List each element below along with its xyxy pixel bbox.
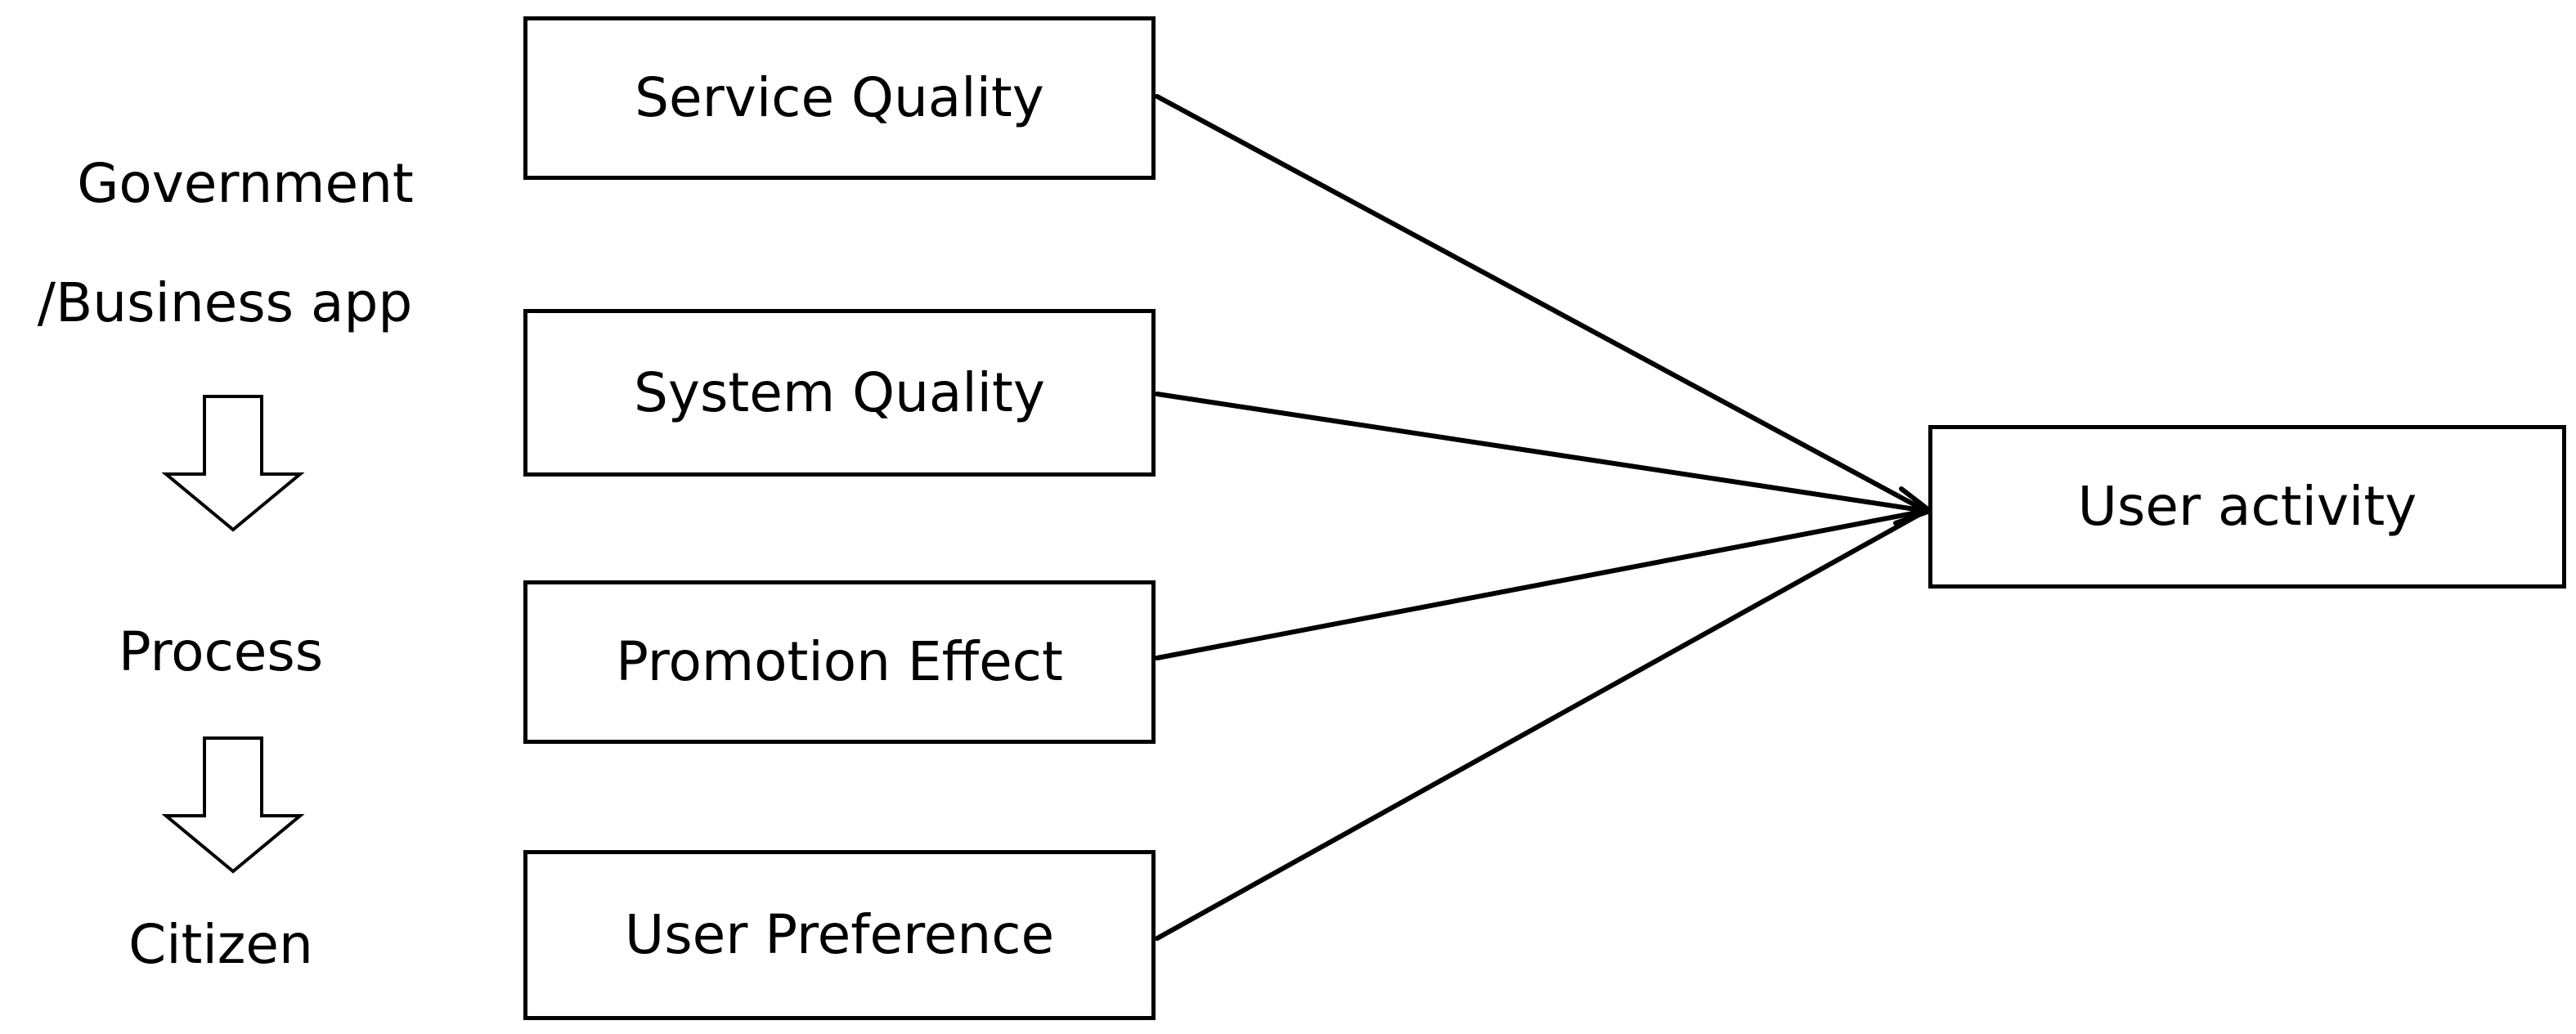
outcome-label: User activity (2077, 475, 2417, 538)
factor-box-service-quality: Service Quality (523, 16, 1156, 180)
down-arrow-icon-2 (161, 736, 305, 874)
flow-label-process: Process (49, 625, 393, 679)
flow-label-citizen-text: Citizen (128, 913, 313, 976)
arrow-system-quality (1155, 392, 1928, 513)
flow-label-process-text: Process (118, 620, 324, 683)
factor-label: Promotion Effect (616, 630, 1063, 693)
factor-box-promotion-effect: Promotion Effect (523, 580, 1156, 744)
outcome-box-user-activity: User activity (1928, 425, 2566, 589)
down-arrow-icon-1 (161, 395, 305, 532)
factor-label: Service Quality (635, 66, 1044, 129)
arrow-service-quality (1155, 94, 1928, 513)
flow-label-government: Government (41, 157, 450, 211)
factor-label: System Quality (634, 360, 1045, 424)
flow-label-citizen: Citizen (49, 918, 393, 972)
factor-box-system-quality: System Quality (523, 309, 1156, 477)
factor-box-user-preference: User Preference (523, 850, 1156, 1020)
flow-label-government-line2: /Business app (37, 271, 413, 334)
flow-label-business-app: /Business app (4, 276, 446, 330)
factor-label: User Preference (624, 903, 1055, 966)
flow-label-government-line1: Government (77, 152, 414, 215)
arrow-promotion-effect (1155, 508, 1928, 660)
arrow-user-preference (1155, 508, 1928, 941)
